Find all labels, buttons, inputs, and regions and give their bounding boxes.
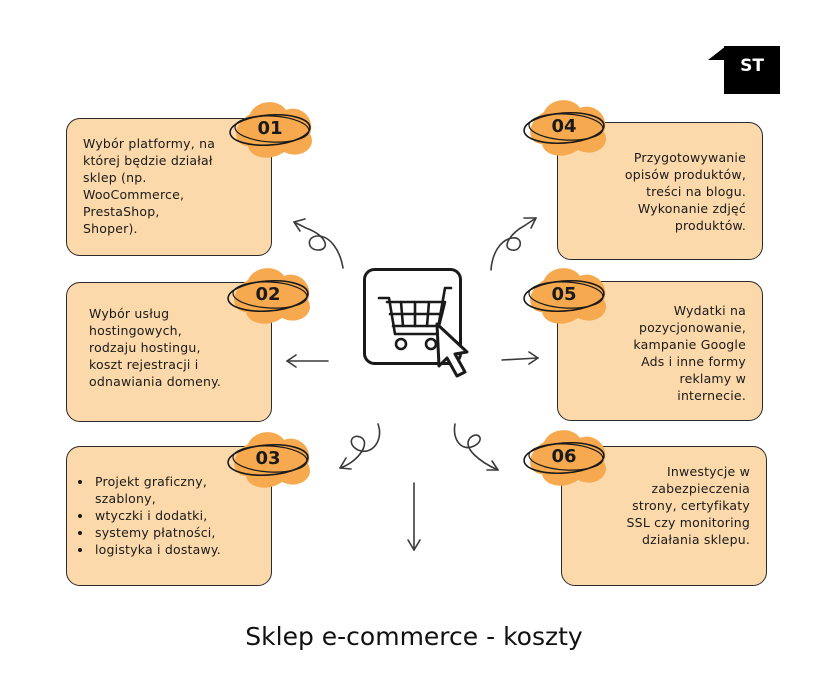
page-title: Sklep e-commerce - koszty bbox=[245, 622, 583, 651]
step-04-text: Przygotowywanie opisów produktów, treści… bbox=[624, 150, 746, 233]
step-05-number: 05 bbox=[551, 284, 577, 305]
logo-tab-shape bbox=[708, 46, 726, 60]
step-02-number: 02 bbox=[255, 284, 281, 305]
step-06-badge: 06 bbox=[514, 424, 614, 492]
shopping-cart-cursor-icon bbox=[363, 268, 469, 378]
arrow-to-step-03 bbox=[339, 423, 381, 469]
step-06-text: Inwestycje w zabezpieczenia strony, cert… bbox=[626, 464, 750, 547]
list-item: logistyka i dostawy. bbox=[93, 541, 267, 558]
step-01-badge: 01 bbox=[220, 96, 320, 164]
list-item: systemy płatności, bbox=[93, 524, 267, 541]
step-01-text: Wybór platformy, na której będzie działa… bbox=[83, 136, 216, 236]
step-04-number: 04 bbox=[551, 116, 577, 137]
arrow-to-step-06 bbox=[453, 423, 499, 471]
step-03-bullet-list: Projekt graficzny, szablony, wtyczki i d… bbox=[79, 473, 267, 558]
arrow-to-step-04 bbox=[490, 217, 537, 271]
step-03-text: Projekt graficzny, szablony, wtyczki i d… bbox=[79, 473, 267, 558]
step-02-text: Wybór usług hostingowych, rodzaju hostin… bbox=[89, 306, 222, 389]
step-05-badge: 05 bbox=[514, 262, 614, 330]
step-03-badge: 03 bbox=[218, 426, 318, 494]
st-logo: ST bbox=[708, 46, 780, 94]
list-item: Projekt graficzny, szablony, bbox=[93, 473, 267, 507]
step-card-01: Wybór platformy, na której będzie działa… bbox=[66, 118, 272, 256]
list-item: wtyczki i dodatki, bbox=[93, 507, 267, 524]
step-03-number: 03 bbox=[255, 448, 281, 469]
step-01-number: 01 bbox=[257, 118, 283, 139]
step-02-badge: 02 bbox=[218, 262, 318, 330]
arrow-to-step-01 bbox=[293, 221, 344, 269]
step-06-number: 06 bbox=[551, 446, 577, 467]
step-04-badge: 04 bbox=[514, 94, 614, 162]
logo-text: ST bbox=[724, 46, 780, 94]
step-card-05: Wydatki na pozycjonowanie, kampanie Goog… bbox=[557, 281, 763, 421]
step-card-03: Projekt graficzny, szablony, wtyczki i d… bbox=[66, 446, 272, 586]
step-05-text: Wydatki na pozycjonowanie, kampanie Goog… bbox=[633, 303, 746, 403]
step-card-06: Inwestycje w zabezpieczenia strony, cert… bbox=[561, 446, 767, 586]
arrow-to-step-05 bbox=[501, 357, 539, 361]
